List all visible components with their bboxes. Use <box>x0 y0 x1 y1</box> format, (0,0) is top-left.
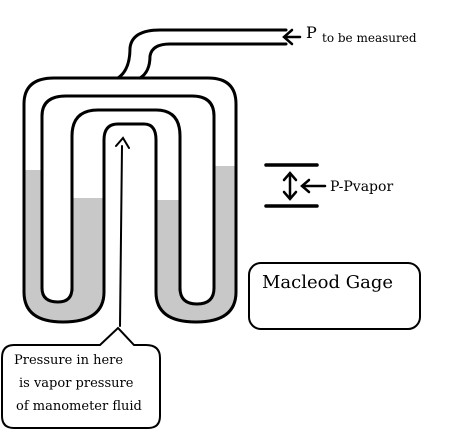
callout-line-1: Pressure in here <box>14 353 123 368</box>
outer-arch <box>22 76 238 294</box>
pressure-difference-indicator <box>264 163 327 208</box>
callout-line-2: is vapor pressure <box>19 376 134 391</box>
inlet-pipe-left-wall <box>116 28 288 80</box>
center-bulb-outer <box>70 108 182 292</box>
manometer-tubes <box>22 28 288 324</box>
right-tube-fluid <box>156 166 236 322</box>
label-p-pvapor: P-Pvapor <box>330 179 393 195</box>
inlet-arrow <box>282 28 302 46</box>
inlet-pipe-right-wall <box>138 42 288 80</box>
right-u-inner <box>178 286 216 306</box>
callout-box <box>1 326 161 429</box>
inner-arch <box>40 94 216 290</box>
callout-line-3: of manometer fluid <box>16 399 142 414</box>
left-u-outer <box>22 290 106 324</box>
left-u-inner <box>40 286 74 304</box>
label-p-sub: to be measured <box>322 31 417 45</box>
right-u-outer <box>154 290 238 324</box>
manometer-fluid <box>24 166 236 322</box>
macleod-gage-label: Macleod Gage <box>262 272 393 293</box>
bulb-arrow <box>115 136 130 327</box>
center-bulb-inner <box>102 122 158 294</box>
macleod-gage-box <box>248 262 421 330</box>
label-p: P <box>306 23 317 42</box>
left-tube-fluid <box>24 170 104 322</box>
